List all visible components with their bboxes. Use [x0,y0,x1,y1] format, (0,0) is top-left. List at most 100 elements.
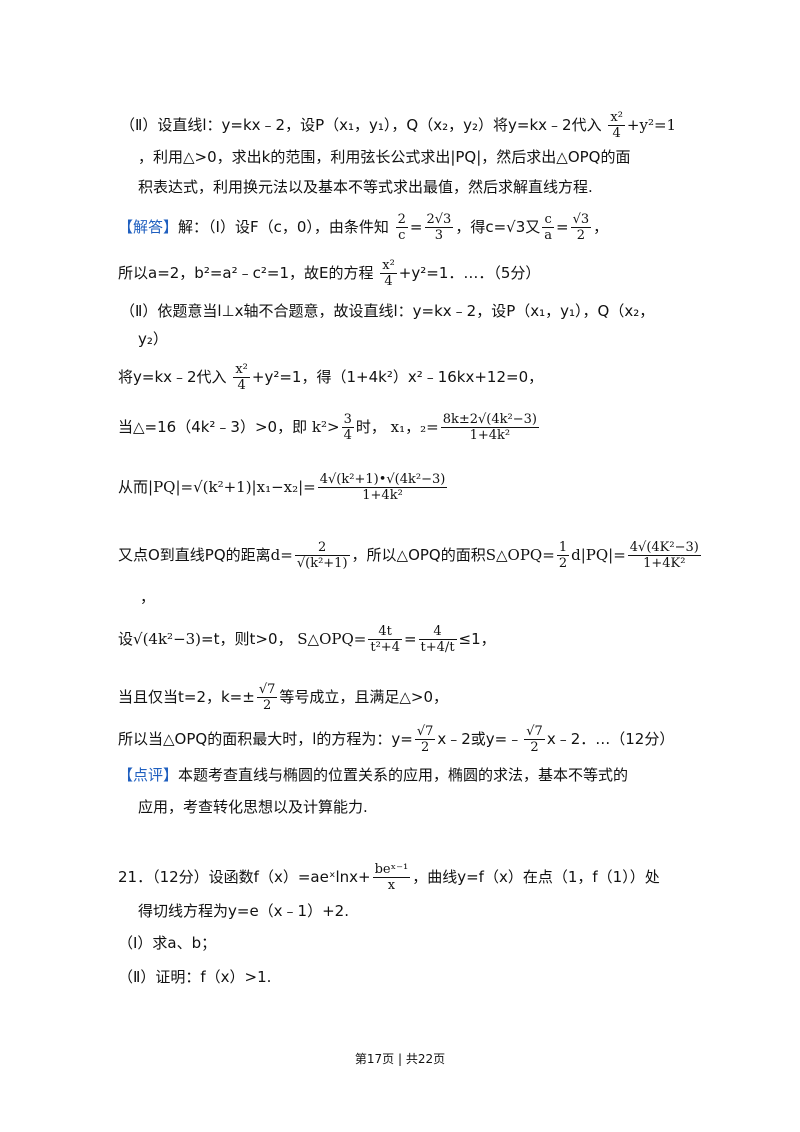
line-4: （Ⅱ）依题意当l⊥x轴不合题意，故设直线l：y=kx﹣2，设P（x₁，y₁），Q… [120,302,655,320]
text: 本题考查直线与椭圆的位置关系的应用，椭圆的求法，基本不等式的 [178,766,629,784]
text: ，得c=√3又 [455,218,541,236]
line-7: 从而|PQ|=√(k²+1)|x₁−x₂|=4√(k²+1)•√(4k²−3)1… [118,472,449,503]
line-1b: ，利用△>0，求出k的范围，利用弦长公式求出|PQ|，然后求出△OPQ的面 [138,148,631,166]
text: 设 [118,630,134,648]
text: x﹣2．…（12分） [546,730,675,748]
denominator: x [387,878,396,893]
text: d= [270,546,293,564]
denominator: t²+4 [370,640,400,655]
text: （Ⅱ）设直线l：y=kx﹣2，设P（x₁，y₁），Q（x₂，y₂）将y=kx﹣2… [120,116,602,134]
comment-line: 【点评】本题考查直线与椭圆的位置关系的应用，椭圆的求法，基本不等式的 [118,764,628,786]
text: =1，得（1+4k²）x²﹣16kx+12=0， [279,368,544,386]
fraction: 4√(k²+1)•√(4k²−3)1+4k² [317,472,448,503]
numerator: √7 [524,724,545,740]
denominator: 1+4k² [469,428,511,443]
text: 时， [355,418,386,436]
numerator: 4t [368,624,402,640]
text: 将y=kx﹣2代入 [118,368,227,386]
numerator: x² [608,110,625,126]
text: x₁，₂= [390,418,439,436]
numerator: 2√3 [424,212,454,228]
denominator: 4 [237,378,246,393]
question-21-e: （Ⅱ）证明：f（x）>1. [118,968,272,986]
denominator: c [398,228,406,243]
line-1c: 积表达式，利用换元法以及基本不等式求出最值，然后求解直线方程. [138,178,593,196]
text: |PQ|=√(k²+1)|x₁−x₂|= [148,478,316,496]
denominator: √(k²+1) [296,556,348,571]
numerator: 2 [294,540,350,556]
fraction: 8k±2√(4k²−3)1+4k² [440,412,539,443]
comma: ， [140,588,156,606]
question-21-d: （Ⅰ）求a、b； [118,934,217,952]
text: d|PQ|= [571,546,626,564]
denominator: 3 [434,228,444,243]
text: k² [311,418,327,436]
numerator: 4√(k²+1)•√(4k²−3) [317,472,448,488]
question-21-c: 得切线方程为y=e（x﹣1）+2. [138,902,349,920]
line-1: （Ⅱ）设直线l：y=kx﹣2，设P（x₁，y₁），Q（x₂，y₂）将y=kx﹣2… [120,110,676,141]
denominator: 2 [576,228,586,243]
denominator: 2 [558,556,568,571]
denominator: 2 [262,698,272,713]
text: > [326,418,340,436]
numerator: √3 [570,212,592,228]
denominator: 2 [420,740,430,755]
text: +y²=1 [626,116,677,134]
text: =1．…．（5分） [426,264,541,282]
numerator: 2 [395,212,408,228]
text: 又点O到直线PQ的距离 [118,546,271,564]
text: 当△=16（4k²﹣3）>0，即 [118,418,308,436]
fraction: 2√(k²+1) [294,540,350,571]
numerator: x² [233,362,250,378]
denominator: t+4/t [420,640,455,655]
denominator: 1+4k² [362,488,403,503]
numerator: √7 [256,682,278,698]
text: ，曲线y=f（x）在点（1，f（1））处 [412,868,660,886]
denominator: 4 [384,274,393,289]
text: 当且仅当t=2，k=± [118,688,255,706]
numerator: c [542,212,555,228]
fraction: 4√(4K²−3)1+4K² [627,540,701,571]
text: S△OPQ= [297,630,367,648]
denominator: 2 [530,740,539,755]
text: =t，则t>0， [201,630,293,648]
text: 21．（12分）设函数f（x）=aeˣlnx+ [118,868,371,886]
denominator: 4 [612,126,621,141]
text: x﹣2或y=﹣ [437,730,523,748]
solution-tag: 【解答】 [118,218,179,236]
text: √(4k²−3) [133,630,202,648]
numerator: 8k±2√(4k²−3) [440,412,539,428]
text: 所以当△OPQ的面积最大时，l的方程为：y= [118,730,413,748]
text: 解：（Ⅰ）设F（c，0），由条件知 [178,218,389,236]
page-footer: 第17页 | 共22页 [354,1052,446,1066]
text: 从而 [118,478,149,496]
numerator: 1 [556,540,570,556]
denominator: a [544,228,553,243]
comment-tag: 【点评】 [118,766,179,784]
text: 等号成立，且满足△>0， [279,688,449,706]
numerator: 4√(4K²−3) [627,540,701,556]
denominator: 4 [343,428,352,443]
denominator: 1+4K² [643,556,686,571]
